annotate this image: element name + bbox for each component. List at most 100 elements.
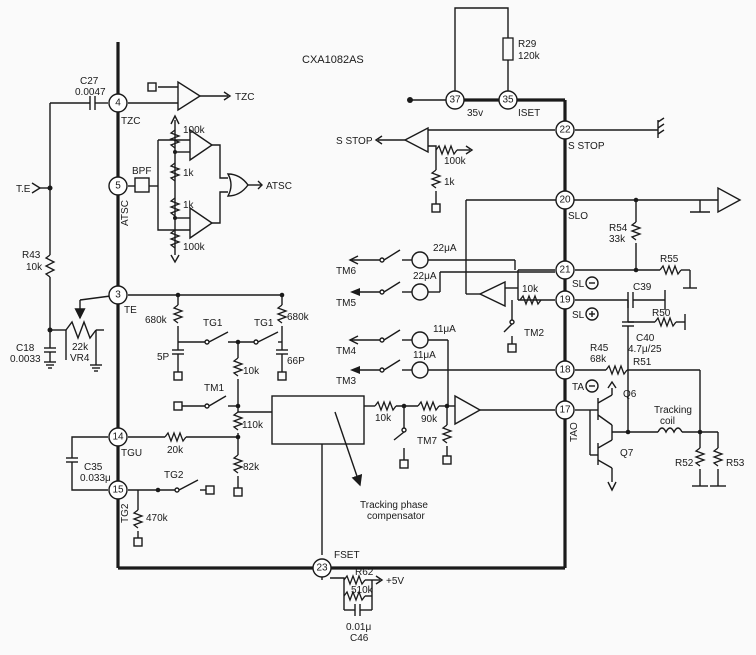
r100k-sstop: 100k	[444, 156, 467, 167]
r29-label: R29	[518, 39, 537, 50]
r55-label: R55	[660, 254, 679, 265]
tg1-switch-a: TG1	[203, 318, 223, 329]
r1k-a: 1k	[183, 168, 195, 179]
q7-label: Q7	[620, 448, 634, 459]
pin-4-number: 4	[115, 98, 121, 109]
tm6-switch: TM6	[336, 266, 356, 277]
pin-22-number: 22	[559, 125, 571, 136]
tracking-coil-label-1: Tracking	[654, 405, 692, 416]
polarity-markers	[585, 276, 599, 393]
r110k-label: 110k	[242, 420, 264, 431]
tzc-output-label: TZC	[235, 92, 254, 103]
pin-name-ta-minus: TA	[572, 382, 584, 393]
te-input-label: T.E	[16, 184, 31, 195]
sstop-output-label: S STOP	[336, 136, 373, 147]
pin-name-tgu: TGU	[121, 448, 142, 459]
pin-20	[555, 190, 575, 210]
tracking-coil-label-2: coil	[660, 416, 675, 427]
pin-23-number: 23	[316, 563, 328, 574]
pin-name-sl-minus: SL	[572, 279, 585, 290]
sstop-circuit	[374, 117, 665, 213]
c35-value: 0.033μ	[80, 473, 111, 484]
pin-name-atsc: ATSC	[120, 200, 131, 226]
pin-19-number: 19	[559, 295, 571, 306]
r470k-label: 470k	[146, 513, 169, 524]
tracking-phase-compensator	[271, 394, 555, 555]
tm5-switch: TM5	[336, 298, 356, 309]
tracking-gain-network	[66, 292, 288, 547]
pin-name-slo: SLO	[568, 211, 588, 222]
atsc-circuit	[128, 114, 263, 264]
left-input-network	[31, 96, 119, 372]
pin-15	[108, 480, 128, 500]
pin-21	[555, 260, 575, 280]
r50-label: R50	[652, 308, 671, 319]
r1k-b: 1k	[183, 200, 195, 211]
r29-value: 120k	[518, 51, 541, 62]
pin-37	[445, 90, 465, 110]
tg2-switch: TG2	[164, 470, 184, 481]
vr4-label: VR4	[70, 353, 90, 364]
tm2-switch: TM2	[524, 328, 544, 339]
c46-label: C46	[350, 633, 369, 644]
c18-label: C18	[16, 343, 35, 354]
compensator-label-2: compensator	[367, 511, 425, 522]
pin-name-te: TE	[124, 305, 137, 316]
pin-name-iset: ISET	[518, 108, 540, 119]
r10k-label-a: 10k	[243, 366, 260, 377]
r51-label: R51	[633, 357, 652, 368]
c40-label: C40	[636, 333, 655, 344]
pin-5-number: 5	[115, 181, 121, 192]
r10k-label-b: 10k	[375, 413, 392, 424]
pin-name-tao: TAO	[569, 422, 580, 442]
r100k-bottom: 100k	[183, 242, 206, 253]
c5p-label: 5P	[157, 352, 170, 363]
r45-label: R45	[590, 343, 609, 354]
tg1-switch-b: TG1	[254, 318, 274, 329]
r20k-label: 20k	[167, 445, 184, 456]
tzc-comparator	[128, 80, 232, 112]
pin-35-number: 35	[502, 95, 514, 106]
pin-name-35v: 35v	[467, 108, 483, 119]
pin-14	[108, 427, 128, 447]
r45-value: 68k	[590, 354, 607, 365]
c66p-label: 66P	[287, 356, 305, 367]
current-11ua-a: 11μA	[433, 324, 456, 335]
current-source-switches	[348, 249, 555, 406]
ic-pins	[108, 90, 575, 578]
bpf-label: BPF	[132, 166, 151, 177]
pin-19	[555, 290, 575, 310]
r62-label: R62	[355, 567, 374, 578]
pin-name-tzc: TZC	[121, 116, 140, 127]
r680k-left: 680k	[145, 315, 168, 326]
c40-value: 4.7μ/25	[628, 344, 662, 355]
r100k-top: 100k	[183, 125, 206, 136]
pin-18-number: 18	[559, 365, 571, 376]
r1k-sstop: 1k	[444, 177, 456, 188]
pin-17	[555, 400, 575, 420]
pin-15-number: 15	[112, 485, 124, 496]
c27-label: C27	[80, 76, 99, 87]
sled-circuit	[465, 186, 742, 370]
pin-17-number: 17	[559, 405, 571, 416]
current-11ua-b: 11μA	[413, 350, 436, 361]
r54-label: R54	[609, 223, 628, 234]
r62-value: 510k	[351, 585, 374, 596]
r82k-label: 82k	[243, 462, 260, 473]
c39-label: C39	[633, 282, 652, 293]
c35-label: C35	[84, 462, 103, 473]
r52-label: R52	[675, 458, 694, 469]
pin-5	[108, 176, 128, 196]
q6-label: Q6	[623, 389, 637, 400]
c46-value: 0.01μ	[346, 622, 371, 633]
pin-14-number: 14	[112, 432, 124, 443]
r43-value: 10k	[26, 262, 43, 273]
pin-37-number: 37	[449, 95, 461, 106]
pin-22	[555, 120, 575, 140]
r54-value: 33k	[609, 234, 626, 245]
pin-23	[312, 558, 332, 578]
r90k-label: 90k	[421, 414, 438, 425]
pin-3-number: 3	[115, 290, 121, 301]
tm7-switch: TM7	[417, 436, 437, 447]
